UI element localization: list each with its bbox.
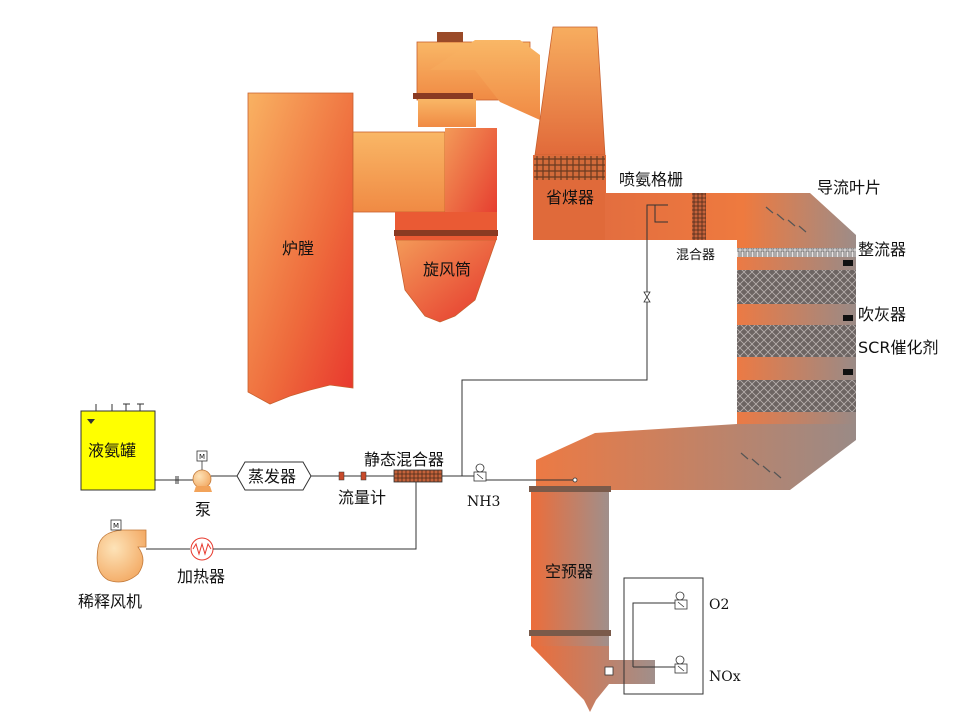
economizer-tube-bank xyxy=(534,156,605,180)
reactor-outlet-duct xyxy=(536,424,856,490)
sampling-box xyxy=(604,666,614,676)
static-mixer xyxy=(393,469,443,483)
dilution-fan: M xyxy=(96,519,147,583)
heater xyxy=(190,537,214,561)
economizer-label: 省煤器 xyxy=(546,188,594,207)
nox-analyzer xyxy=(674,655,688,674)
scr-catalyst-label: SCR催化剂 xyxy=(858,338,938,357)
flowmeter xyxy=(338,471,367,481)
furnace-label: 炉膛 xyxy=(282,239,314,258)
air-preheater-label: 空预器 xyxy=(545,562,593,581)
ammonia-injection-grid xyxy=(692,193,706,240)
ammonia-tank-label: 液氨罐 xyxy=(88,441,136,460)
cyclone-flange xyxy=(394,230,498,236)
evaporator xyxy=(236,461,312,491)
liquid-ammonia-tank xyxy=(80,410,156,491)
analyzer-enclosure xyxy=(623,577,704,695)
soot-blower-label: 吹灰器 xyxy=(858,305,906,324)
soot-blower-2 xyxy=(843,315,853,321)
nox-label: NOx xyxy=(709,669,741,685)
catalyst-layer-3 xyxy=(737,380,856,412)
o2-label: O2 xyxy=(709,597,729,613)
injection-lance xyxy=(646,204,668,250)
guide-vanes xyxy=(765,206,807,233)
soot-blower-1 xyxy=(843,260,853,266)
economizer-stack xyxy=(534,26,606,156)
guide-vanes-label: 导流叶片 xyxy=(817,178,881,197)
nh3-label: NH3 xyxy=(467,494,500,510)
cyclone-cone xyxy=(395,239,497,323)
heater-label: 加热器 xyxy=(177,567,225,586)
evaporator-label: 蒸发器 xyxy=(248,467,296,486)
ammonia-grid-label: 喷氨格栅 xyxy=(619,170,683,189)
dilution-fan-label: 稀释风机 xyxy=(78,592,142,611)
straightener-label: 整流器 xyxy=(858,240,906,259)
cyclone-body xyxy=(445,128,497,230)
svg-text:M: M xyxy=(113,522,119,530)
cyclone-inlet-duct xyxy=(352,131,446,213)
flow-straightener xyxy=(737,248,856,257)
static-mixer-label: 静态混合器 xyxy=(364,450,444,469)
pump: M xyxy=(192,450,212,492)
mixer-label: 混合器 xyxy=(676,248,715,263)
air-preheater-body xyxy=(531,486,609,646)
o2-analyzer xyxy=(674,591,688,610)
flowmeter-label: 流量计 xyxy=(338,488,386,507)
cyclone-label: 旋风筒 xyxy=(423,260,471,279)
catalyst-layer-2 xyxy=(737,325,856,357)
pump-label: 泵 xyxy=(195,500,211,519)
nh3-analyzer xyxy=(473,463,487,482)
air-preheater-hopper xyxy=(531,646,655,712)
ammonia-valve xyxy=(643,291,651,303)
catalyst-layer-1 xyxy=(737,270,856,304)
outlet-guide-vanes xyxy=(740,452,782,479)
soot-blower-3 xyxy=(843,369,853,375)
flue-duct-to-reactor xyxy=(605,193,856,248)
svg-text:M: M xyxy=(199,453,205,461)
